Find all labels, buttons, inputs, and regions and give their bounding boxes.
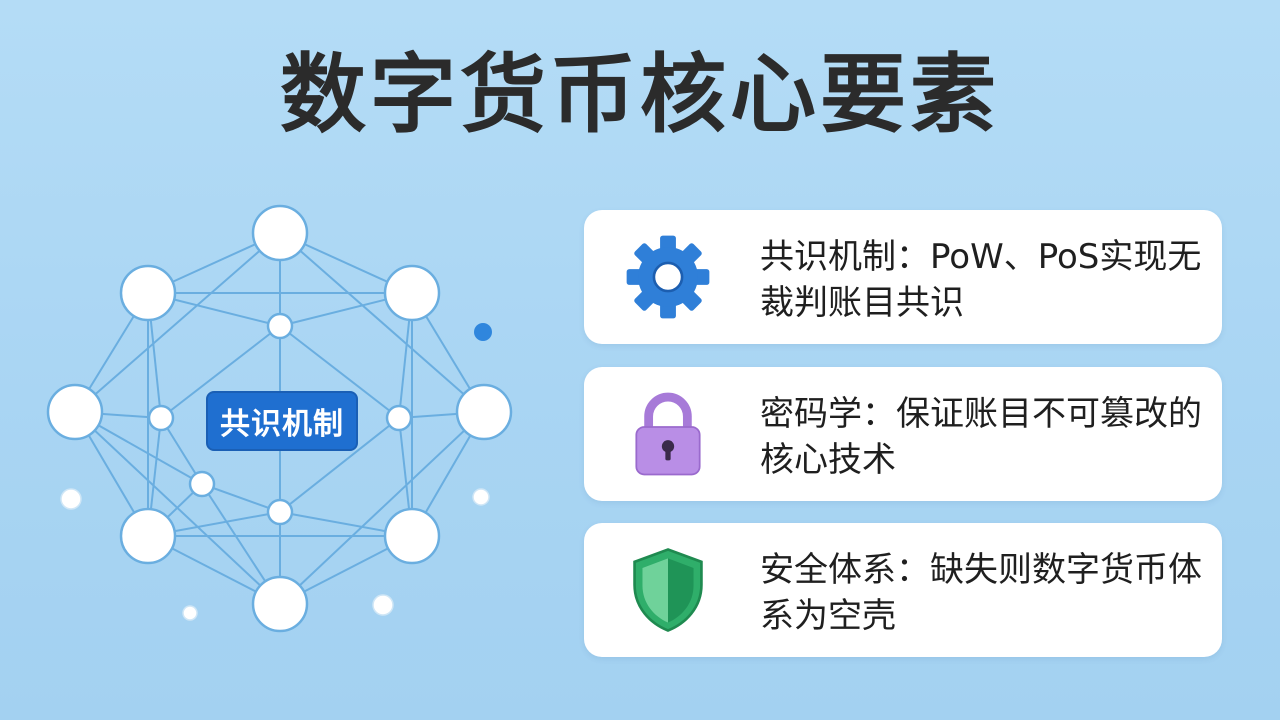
- floating-dot: [60, 488, 82, 510]
- network-node-outer: [251, 204, 309, 262]
- network-node-outer: [119, 507, 177, 565]
- network-node-inner: [266, 498, 294, 526]
- network-node-inner: [266, 312, 294, 340]
- network-node-outer: [46, 383, 104, 441]
- network-center-label: 共识机制: [206, 391, 358, 451]
- floating-dots: [60, 323, 492, 621]
- network-edge: [74, 232, 281, 413]
- floating-dot: [472, 488, 490, 506]
- network-edge: [279, 232, 485, 413]
- floating-dot: [182, 605, 198, 621]
- network-edge: [201, 483, 281, 513]
- network-node-outer: [383, 264, 441, 322]
- network-edge: [279, 411, 485, 605]
- network-node-inner: [385, 404, 413, 432]
- network-node-outer: [251, 575, 309, 633]
- element-card-consensus: 共识机制：PoW、PoS实现无裁判账目共识: [584, 210, 1222, 344]
- network-node-inner: [147, 404, 175, 432]
- element-card-security: 安全体系：缺失则数字货币体系为空壳: [584, 523, 1222, 657]
- floating-dot: [474, 323, 492, 341]
- card-text: 安全体系：缺失则数字货币体系为空壳: [760, 550, 1202, 636]
- element-card-cryptography: 密码学：保证账目不可篡改的核心技术: [584, 367, 1222, 501]
- page-title: 数字货币核心要素: [280, 45, 1000, 145]
- network-edge: [279, 417, 400, 513]
- floating-dot: [372, 594, 394, 616]
- network-node-outer: [455, 383, 513, 441]
- network-edge: [160, 325, 281, 419]
- gear-icon: [626, 235, 710, 319]
- network-node-outer: [119, 264, 177, 322]
- network-diagram: [46, 204, 513, 633]
- network-node-inner: [188, 470, 216, 498]
- network-node-outer: [383, 507, 441, 565]
- network-nodes: [46, 204, 513, 633]
- card-text: 共识机制：PoW、PoS实现无裁判账目共识: [760, 237, 1202, 323]
- network-edge: [279, 325, 400, 419]
- card-text: 密码学：保证账目不可篡改的核心技术: [760, 394, 1202, 480]
- padlock-icon: [635, 392, 701, 476]
- shield-icon: [633, 548, 703, 632]
